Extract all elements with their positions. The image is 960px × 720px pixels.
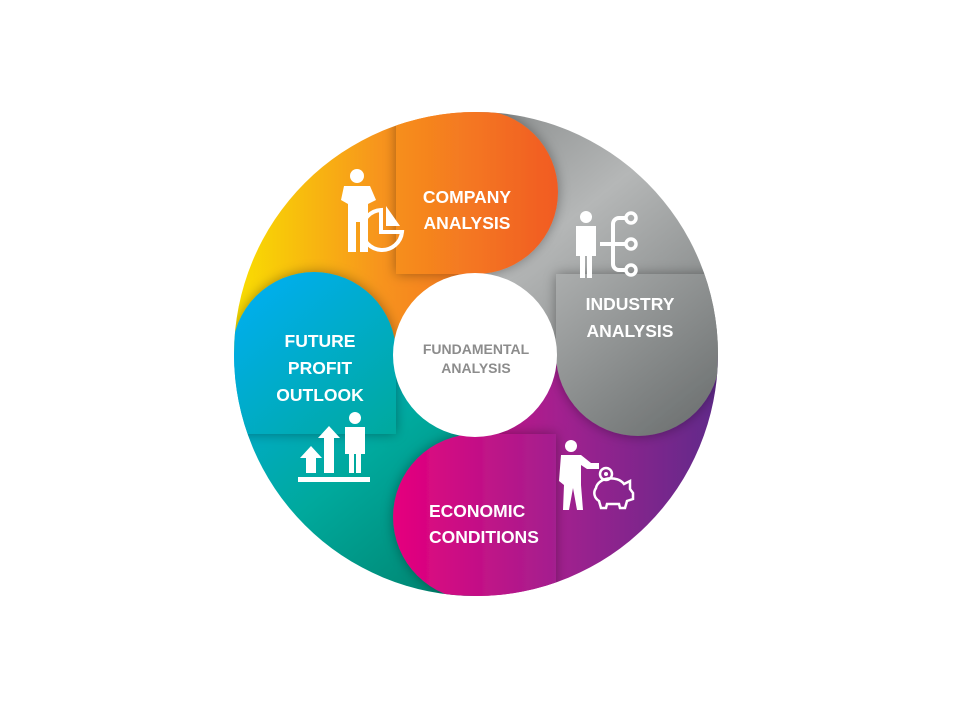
economic-label-line1: ECONOMIC [429, 501, 526, 521]
future-label-line2: PROFIT [288, 358, 352, 378]
future-label-line3: OUTLOOK [276, 385, 364, 405]
center-label-line1: FUNDAMENTAL [423, 341, 530, 357]
company-label-line1: COMPANY [423, 187, 511, 207]
growth-arrows-businessman-icon [298, 412, 370, 482]
industry-label-line1: INDUSTRY [586, 294, 675, 314]
segment-company-lobe [396, 112, 558, 274]
company-label-line2: ANALYSIS [424, 213, 511, 233]
businessman-pie-chart-icon [341, 169, 405, 252]
economic-label-line2: CONDITIONS [429, 527, 539, 547]
center-circle [393, 273, 557, 437]
businessman-piggy-bank-icon [559, 440, 635, 510]
segment-economic-lobe [393, 434, 556, 596]
industry-label-line2: ANALYSIS [587, 321, 674, 341]
businessman-network-icon [576, 211, 638, 278]
center-label-line2: ANALYSIS [441, 360, 511, 376]
segment-future-lobe [234, 272, 396, 434]
segment-industry-lobe [556, 274, 718, 436]
future-label-line1: FUTURE [285, 331, 356, 351]
